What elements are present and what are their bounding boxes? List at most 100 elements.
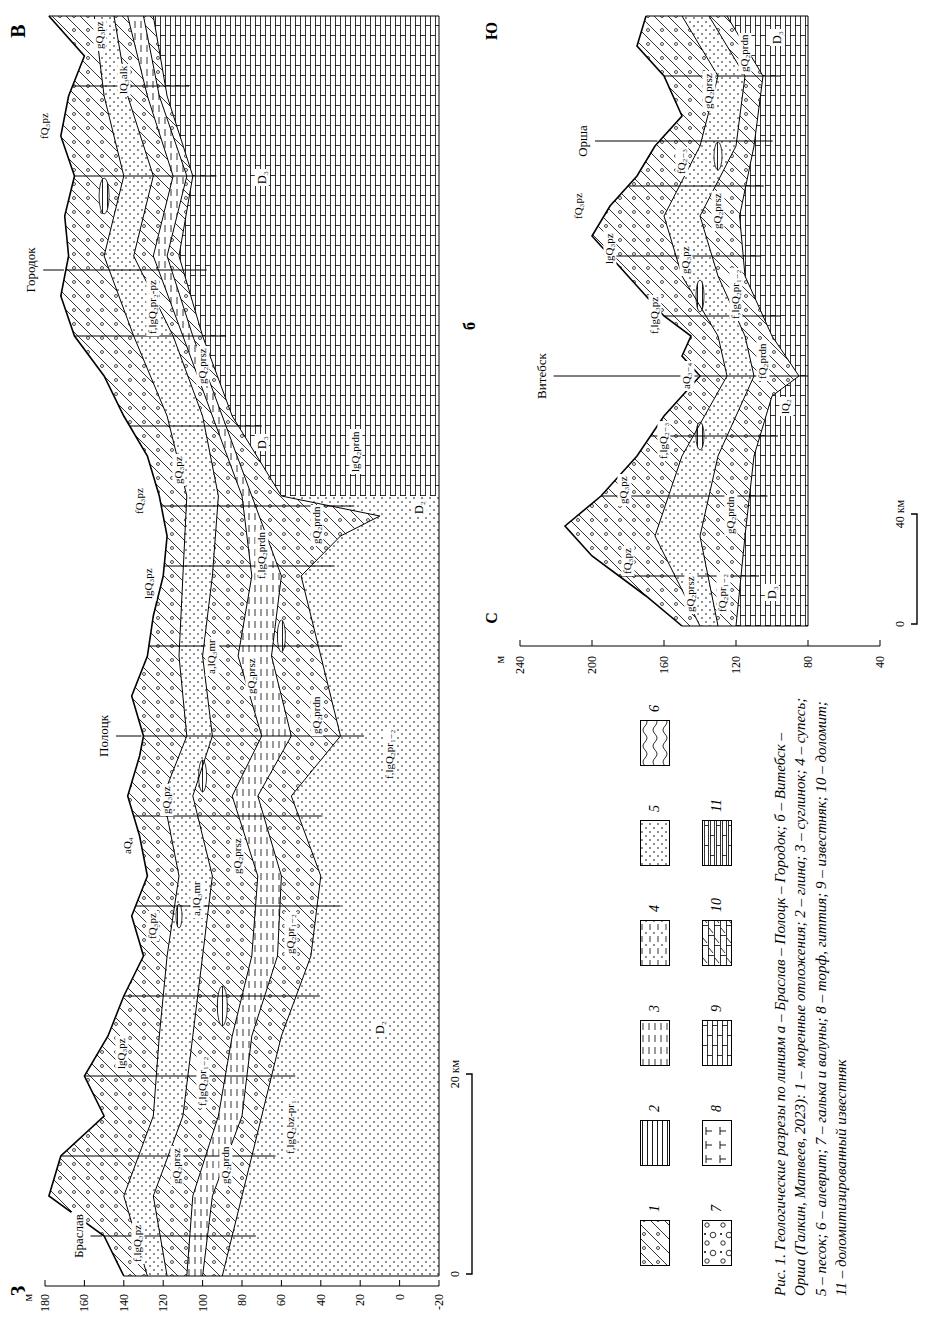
section-frame [49, 16, 439, 1276]
stratum-code: D₃ [765, 584, 779, 601]
legend-number: 10 [709, 896, 726, 914]
legend-swatch [640, 920, 670, 966]
borehole-line [124, 996, 320, 997]
legend-swatch [640, 1220, 670, 1266]
axis-label: 80 [801, 654, 815, 670]
axis-tick [163, 1280, 164, 1286]
stratum-code: gQ₂prsz [711, 191, 724, 231]
axis-tick [242, 1280, 243, 1286]
stratum-code: gQ₂prsz [232, 836, 245, 876]
bedrock-limestone [153, 16, 439, 496]
borehole-line [66, 270, 207, 271]
stratum-code: fQ₃pz [621, 546, 634, 576]
legend-swatch [702, 820, 732, 866]
axis-label: 200 [585, 654, 599, 676]
stratum-code: f,lgQ₃pz [131, 1223, 144, 1264]
stratum-code: D₃ [770, 29, 784, 46]
clay-lens [714, 142, 722, 170]
stratum-code: f,lgQ₃pz [648, 295, 661, 336]
ground-surface [565, 16, 700, 626]
axis-tick [808, 640, 809, 646]
legend-swatch [702, 1020, 732, 1066]
legend-pattern [703, 1221, 732, 1266]
legend-pattern [641, 1221, 670, 1266]
scale-bar [466, 1074, 472, 1274]
clay-lens [696, 280, 704, 312]
stratum-code: gQ₂prdn [310, 505, 323, 546]
legend-swatch [640, 1020, 670, 1066]
legend-swatch [702, 1120, 732, 1166]
axis-label: 240 [513, 654, 527, 676]
stratum-code: gQ₃pz [618, 474, 631, 506]
borehole-line [136, 906, 341, 907]
stratum-code: gQ₂prsz [245, 656, 258, 696]
stratum-code: aQ₄ [121, 835, 134, 856]
stratum-code: D₃ [254, 434, 268, 451]
scale-bar [911, 514, 917, 624]
legend-number: 6 [647, 703, 664, 714]
borehole-line [664, 76, 781, 77]
borehole-line [144, 736, 365, 737]
axis-label: 100 [195, 1292, 209, 1314]
legend-swatch [640, 1120, 670, 1166]
stratum-code: D₂ [373, 1019, 387, 1036]
legend-number: 2 [647, 1103, 664, 1114]
axis-label: 40 [314, 1292, 328, 1308]
stratum-code: lgQ₃pz [603, 231, 616, 266]
stratum-code: a,lQ₃mr [206, 637, 219, 676]
town-label: Орша [575, 123, 591, 159]
stratum-code: lgQ₂prdn [350, 430, 363, 475]
axis-tick [399, 1280, 400, 1286]
stratum-code: lQ₃alk [117, 64, 130, 96]
stratum-code: gQ₂prdn [310, 695, 323, 736]
clay-lens [176, 904, 182, 928]
legend-number: 11 [709, 797, 726, 814]
legend-swatch [640, 820, 670, 866]
borehole-line [130, 426, 262, 427]
stratum-code: gQ₂prdn [738, 33, 751, 74]
town-label: Витебск [534, 351, 550, 401]
scale-label: 20 км [448, 1058, 462, 1090]
axis-label: 80 [235, 1292, 249, 1308]
stratum-code: f,lgQ₂bz-pr₁ [285, 1098, 298, 1156]
axis-tick [439, 1280, 440, 1286]
stratum-code: gQ₂prsz [702, 71, 715, 111]
legend-swatch [702, 920, 732, 966]
axis-tick [360, 1280, 361, 1286]
stratum-code: D₃ [254, 169, 268, 186]
stratum-code: f,lgQ₂pr₁₋₂ [729, 268, 742, 321]
stratum-code: gQ₃pz [172, 454, 185, 486]
layer-boundary [727, 16, 799, 626]
direction-letter: В [6, 22, 30, 39]
layer-boundary [655, 16, 727, 626]
axis-tick [84, 1280, 85, 1286]
axis-tick [123, 1280, 124, 1286]
direction-letter: С [482, 610, 501, 626]
town-leader [554, 376, 698, 377]
borehole-line [161, 506, 354, 507]
axis-label: 20 [353, 1292, 367, 1308]
legend-swatch [640, 720, 670, 766]
axis-label: м [493, 654, 507, 666]
legend-swatch [702, 1220, 732, 1266]
legend-number: 7 [709, 1203, 726, 1214]
axis-tick [281, 1280, 282, 1286]
stratum-code: gQ₃pz [679, 244, 692, 276]
legend-number: 4 [647, 903, 664, 914]
clay-lens [277, 620, 285, 652]
borehole-line [149, 646, 342, 647]
borehole-line [700, 376, 808, 377]
town-leader [116, 736, 141, 737]
stratum-code: lQ₂ [780, 397, 793, 416]
stratum-code: gQ₂prsz [170, 1146, 183, 1186]
clay-lens [217, 986, 227, 1026]
stratum-code: f,lgQ₂₋₃ [657, 421, 670, 461]
stratum-code: f,lgQ₂pr₁₋₂ [383, 728, 396, 781]
stratum-code: gQ₃pz [161, 784, 174, 816]
axis-tick [520, 640, 521, 646]
stratum-code: gQ₂prdn [724, 495, 737, 536]
bedrock-limestone [727, 16, 808, 626]
stratum-code: fQ₃pz [38, 111, 51, 141]
scale-label: 0 [448, 1269, 462, 1279]
axis-label: -20 [432, 1292, 446, 1312]
